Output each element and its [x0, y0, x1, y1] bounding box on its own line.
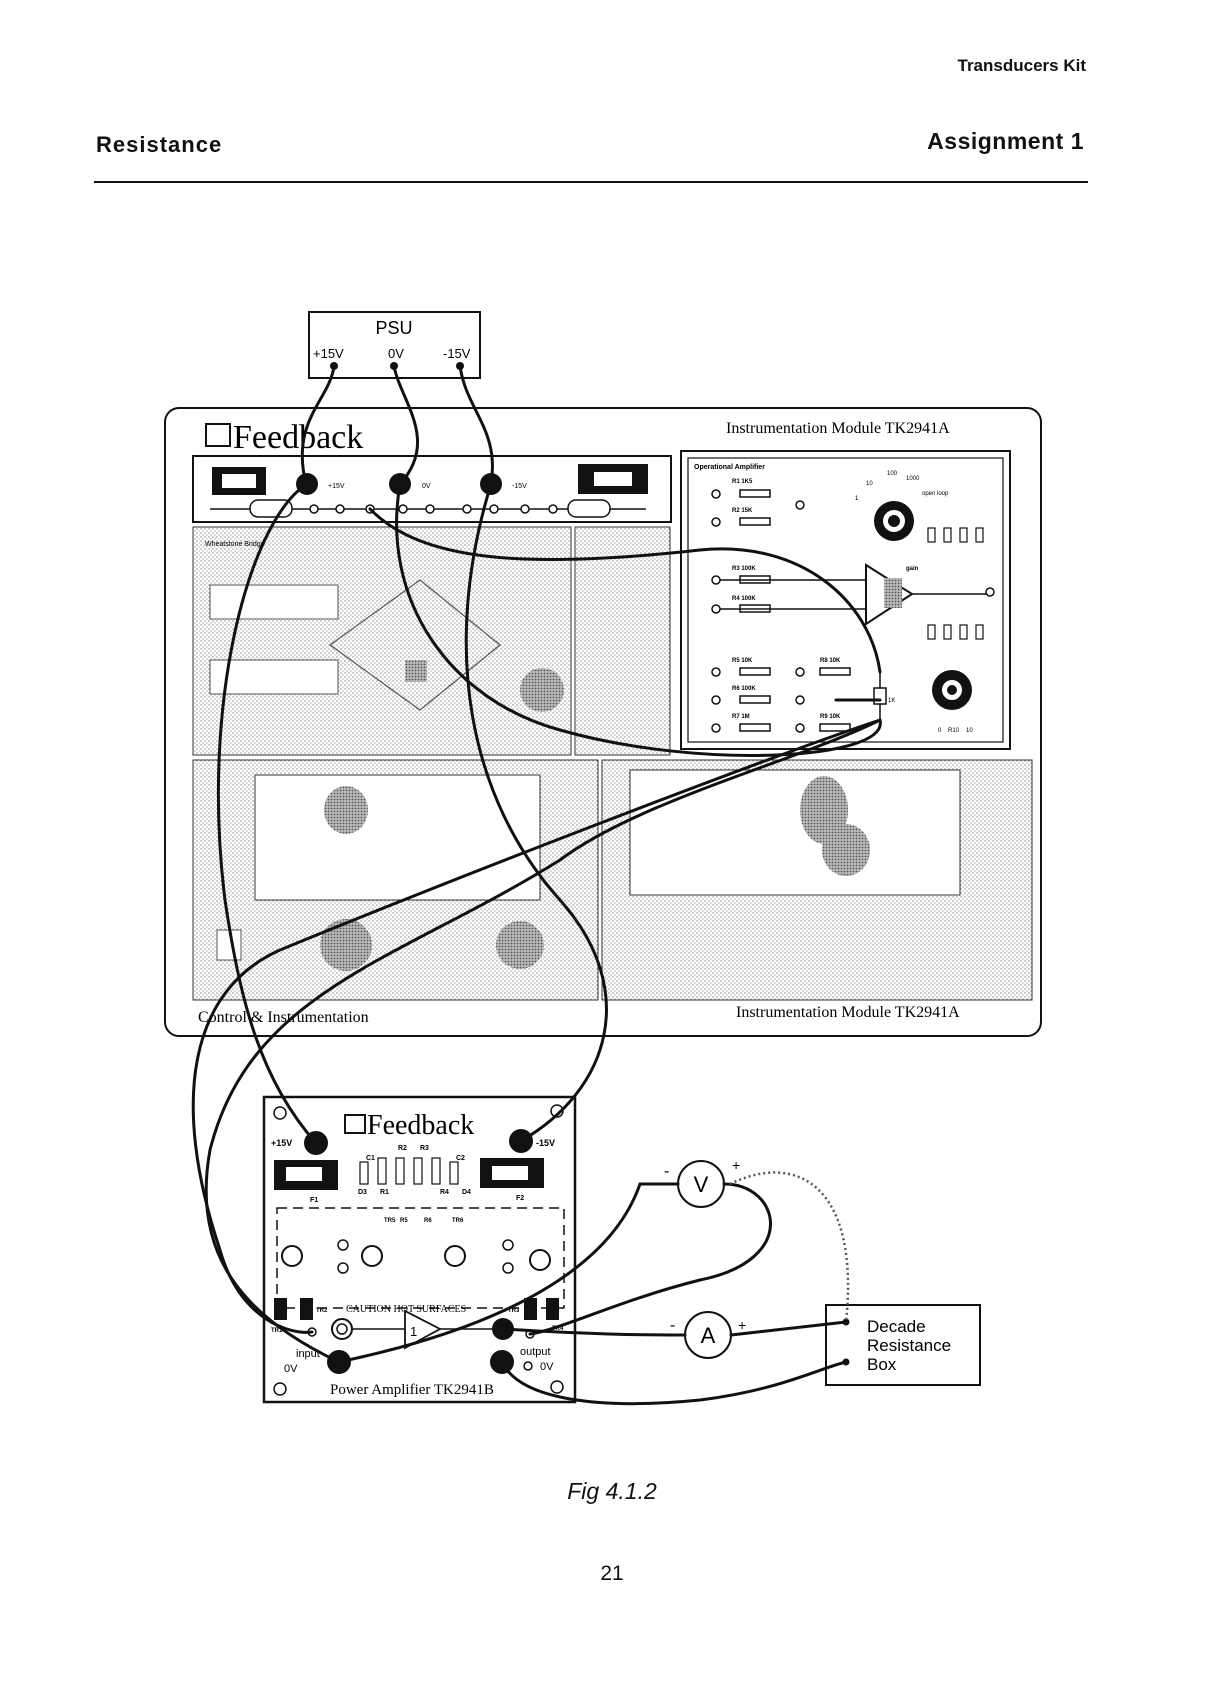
socket-strip-panel: [574, 526, 671, 756]
gain-dial-open-loop: open loop: [922, 491, 949, 497]
amp-f1: F1: [310, 1197, 318, 1204]
psu-terminal-plus15: +15V: [313, 346, 344, 361]
amp-f2: F2: [516, 1195, 524, 1202]
wiring-leads: [191, 364, 882, 1406]
amp-gain-label: 1: [410, 1324, 417, 1339]
amp-r2: R2: [398, 1145, 407, 1152]
feedback-logo-icon: [205, 423, 231, 447]
amp-d4: D4: [462, 1189, 471, 1196]
gain-dial-1: 1: [855, 496, 859, 502]
pot-1k: [873, 687, 887, 705]
amp-tr6: TR6: [452, 1218, 464, 1224]
res-r8: R8 10K: [820, 658, 841, 664]
amp-c2: C2: [456, 1155, 465, 1162]
amp-tr5: TR5: [384, 1218, 396, 1224]
module-footer-left: Control & Instrumentation: [198, 1009, 369, 1026]
res-r7: R7 1M: [732, 714, 750, 720]
amp-r5: R5: [400, 1218, 408, 1224]
offset-dial-r10: R10: [948, 728, 960, 734]
psu-terminal-minus15: -15V: [443, 346, 471, 361]
amp-tr3: TR3: [508, 1308, 520, 1314]
wheatstone-bridge-panel: [192, 526, 572, 756]
rail-label-minus15: -15V: [512, 483, 527, 490]
module-brand: Feedback: [233, 419, 363, 456]
psu-title: PSU: [375, 318, 412, 338]
res-r1: R1 1K5: [732, 479, 753, 485]
amp-tr1: TR1: [271, 1328, 283, 1334]
ammeter-plus: +: [738, 1317, 746, 1333]
amp-buffer-symbol: [404, 1309, 442, 1350]
module-name-top: Instrumentation Module TK2941A: [726, 420, 950, 437]
res-r6: R6 100K: [732, 686, 756, 692]
figure-caption: Fig 4.1.2: [567, 1478, 657, 1504]
voltmeter-plus: +: [732, 1157, 740, 1173]
opamp-title: Operational Amplifier: [694, 464, 765, 471]
amp-tr2: TR2: [316, 1308, 328, 1314]
res-r4: R4 100K: [732, 596, 756, 602]
amp-input-label: input: [296, 1348, 320, 1360]
amp-r6: R6: [424, 1218, 432, 1224]
amp-d3: D3: [358, 1189, 367, 1196]
amp-r3: R3: [420, 1145, 429, 1152]
amp-minus15-label: -15V: [536, 1138, 555, 1148]
wheatstone-label: Wheatstone Bridge: [205, 541, 265, 548]
kit-title: Transducers Kit: [957, 56, 1087, 75]
gain-dial-10: 10: [866, 481, 873, 487]
decade-line3: Box: [867, 1355, 897, 1374]
amp-brand: Feedback: [367, 1110, 474, 1141]
amp-plus15-label: +15V: [271, 1138, 292, 1148]
ammeter-symbol: A: [701, 1323, 716, 1348]
voltmeter: V - +: [664, 1157, 740, 1208]
rail-label-0v: 0V: [422, 483, 431, 490]
voltmeter-symbol: V: [694, 1172, 709, 1197]
amp-output-label: output: [520, 1346, 551, 1358]
amp-r4: R4: [440, 1189, 449, 1196]
module-name-bottom: Instrumentation Module TK2941A: [736, 1004, 960, 1021]
amp-r1: R1: [380, 1189, 389, 1196]
page-number: 21: [600, 1562, 624, 1585]
gain-dial-100: 100: [887, 471, 898, 477]
offset-dial-10: 10: [966, 728, 973, 734]
ammeter-minus: -: [670, 1317, 675, 1334]
amp-0v-left: 0V: [284, 1363, 298, 1375]
amp-caution: CAUTION HOT SURFACES: [346, 1304, 466, 1315]
decade-line2: Resistance: [867, 1336, 951, 1355]
decade-line1: Decade: [867, 1317, 926, 1336]
rail-label-plus15: +15V: [328, 483, 345, 490]
amp-c1: C1: [366, 1155, 375, 1162]
psu-terminal-0v: 0V: [388, 346, 404, 361]
assignment-title: Assignment 1: [927, 128, 1084, 154]
res-r5: R5 10K: [732, 658, 753, 664]
amp-tr4: TR4: [552, 1326, 564, 1332]
res-r3: R3 100K: [732, 566, 756, 572]
section-title: Resistance: [96, 132, 223, 157]
amp-0v-right: 0V: [540, 1361, 554, 1373]
decade-resistance-box: Decade Resistance Box: [825, 1304, 981, 1386]
voltmeter-minus: -: [664, 1163, 669, 1180]
amp-feedback-logo-icon: [344, 1114, 366, 1134]
res-r9: R9 10K: [820, 714, 841, 720]
pot-1k-label: 1K: [888, 698, 895, 704]
gain-label: gain: [906, 566, 919, 572]
gain-dial-1000: 1000: [906, 476, 920, 482]
power-amplifier-module: Feedback +15V -15V F1 F2 R2 R3 R1 D3 D4 …: [262, 1095, 577, 1404]
amp-name: Power Amplifier TK2941B: [330, 1382, 494, 1398]
header-rule: [94, 181, 1088, 183]
offset-dial-0: 0: [938, 728, 942, 734]
res-r2: R2 15K: [732, 508, 753, 514]
